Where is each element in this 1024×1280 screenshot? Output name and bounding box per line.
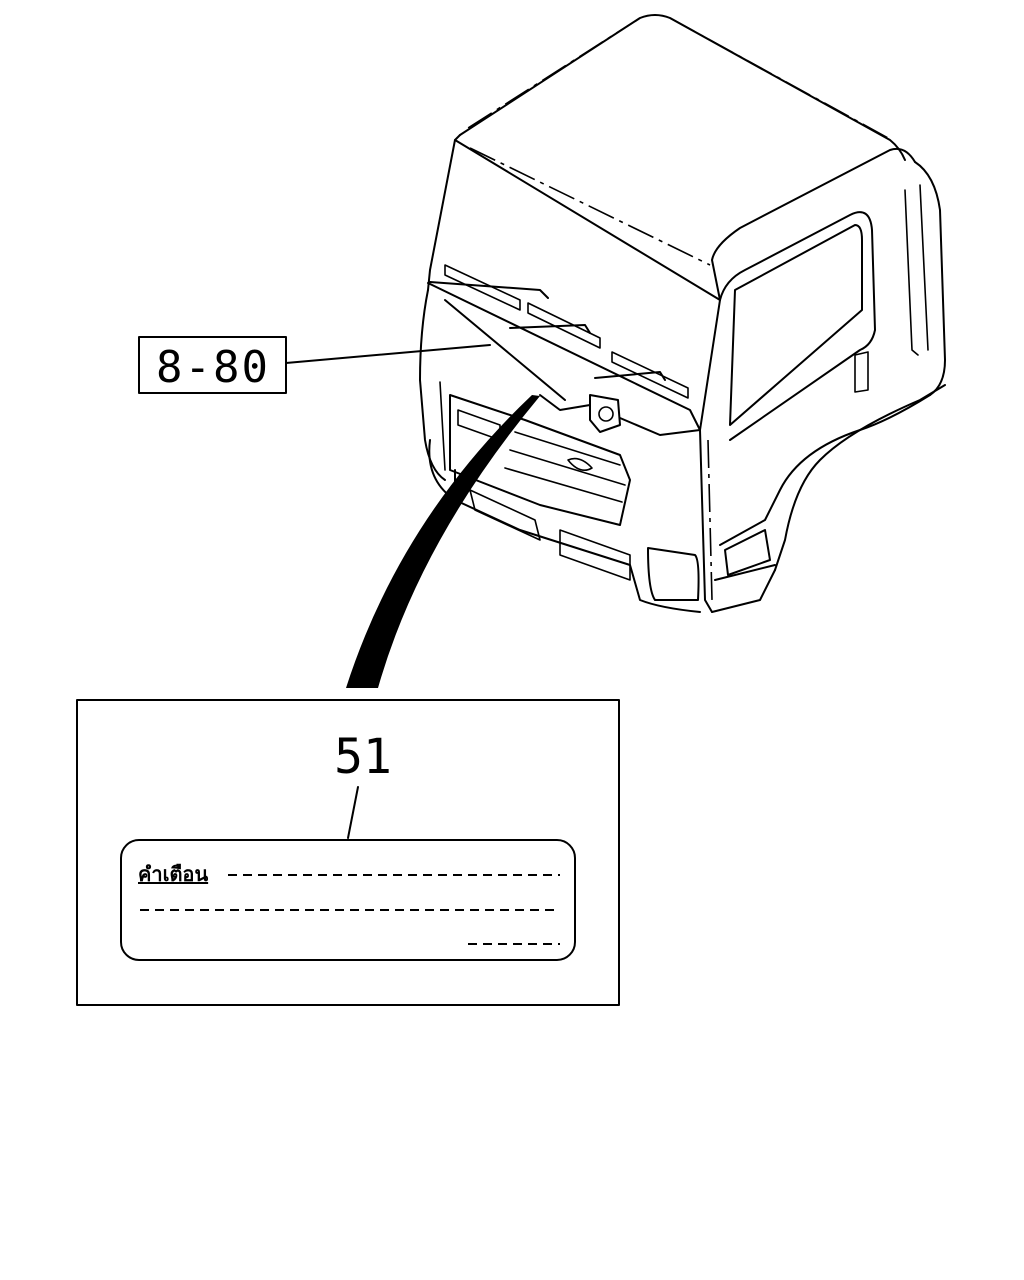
warning-label-heading: คำเตือน: [138, 862, 208, 886]
callout-box: [138, 336, 287, 394]
detail-frame: [76, 699, 620, 1006]
warning-label: [120, 839, 576, 961]
callout-reference-text: 8-80: [156, 342, 270, 393]
part-leader-line: [347, 786, 359, 839]
zoom-pointer: [346, 395, 540, 688]
truck-cab-illustration: [419, 14, 946, 613]
detail-box: 51 คำเตือน: [76, 699, 620, 1006]
callout-reference: 8-80: [138, 336, 491, 394]
part-number: 51: [334, 729, 392, 785]
callout-leader-line: [285, 344, 491, 364]
